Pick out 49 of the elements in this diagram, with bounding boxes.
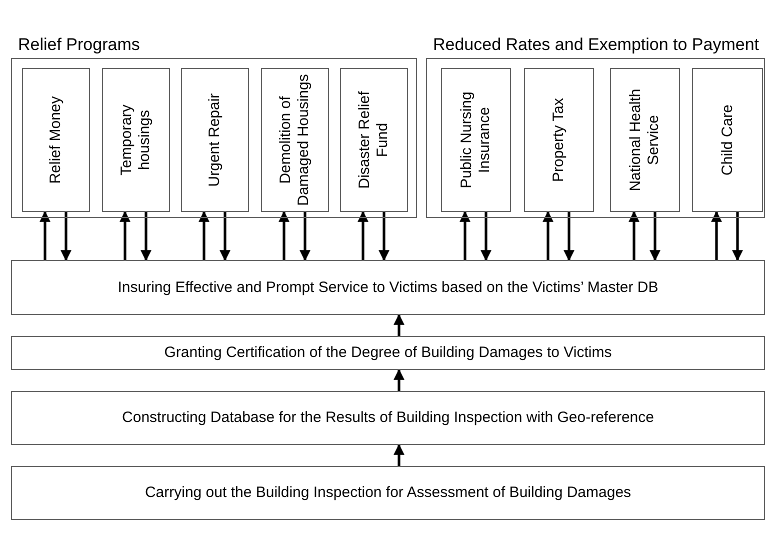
process-label: Constructing Database for the Results of Building Inspection with Geo-reference bbox=[121, 408, 655, 428]
arrow bbox=[732, 212, 743, 262]
arrow bbox=[378, 212, 390, 262]
process-label: Insuring Effective and Prompt Service to Victims based on the Victims’ Master DB bbox=[116, 278, 660, 298]
program-box bbox=[340, 68, 408, 212]
process-label: Granting Certification of the Degree of Building Damages to Victims bbox=[163, 343, 613, 363]
arrow bbox=[198, 210, 210, 260]
arrow bbox=[394, 368, 404, 391]
program-label: National Health Service bbox=[627, 88, 663, 194]
arrow bbox=[140, 212, 152, 262]
program-box bbox=[441, 68, 511, 212]
program-box bbox=[102, 68, 170, 212]
arrow bbox=[394, 444, 404, 466]
program-label: Child Care bbox=[718, 104, 736, 178]
program-box bbox=[610, 68, 680, 212]
arrow bbox=[40, 210, 50, 260]
arrow bbox=[650, 212, 660, 262]
program-box bbox=[692, 68, 763, 212]
arrow bbox=[542, 210, 554, 260]
program-box bbox=[181, 68, 249, 212]
process-box bbox=[11, 336, 765, 370]
process-box bbox=[11, 260, 765, 315]
arrow bbox=[220, 212, 230, 262]
arrow bbox=[300, 212, 310, 262]
program-box bbox=[22, 68, 90, 212]
process-label: Carrying out the Building Inspection for Assessment of Building Damages bbox=[144, 483, 632, 503]
arrow bbox=[120, 210, 130, 260]
program-label: Demolition of Damaged Housings bbox=[277, 74, 313, 206]
program-label: Property Tax bbox=[550, 97, 568, 184]
program-label: Disaster Relief Fund bbox=[356, 90, 392, 191]
group-title: Relief Programs bbox=[18, 34, 141, 56]
arrow bbox=[60, 212, 72, 262]
arrow bbox=[394, 314, 404, 336]
program-label: Urgent Repair bbox=[206, 92, 224, 189]
process-box bbox=[11, 466, 765, 520]
arrow bbox=[711, 210, 722, 260]
program-box bbox=[261, 68, 329, 212]
arrow bbox=[358, 210, 368, 260]
arrow bbox=[564, 212, 574, 262]
program-box bbox=[524, 68, 594, 212]
process-box bbox=[11, 391, 765, 445]
program-label: Temporary housings bbox=[118, 104, 154, 178]
program-label: Public Nursing Insurance bbox=[458, 90, 494, 190]
program-label: Relief Money bbox=[47, 95, 65, 186]
arrow bbox=[460, 210, 470, 260]
arrow bbox=[628, 210, 640, 260]
arrow bbox=[480, 212, 492, 262]
group-title: Reduced Rates and Exemption to Payment bbox=[433, 34, 760, 56]
arrow bbox=[278, 210, 290, 260]
